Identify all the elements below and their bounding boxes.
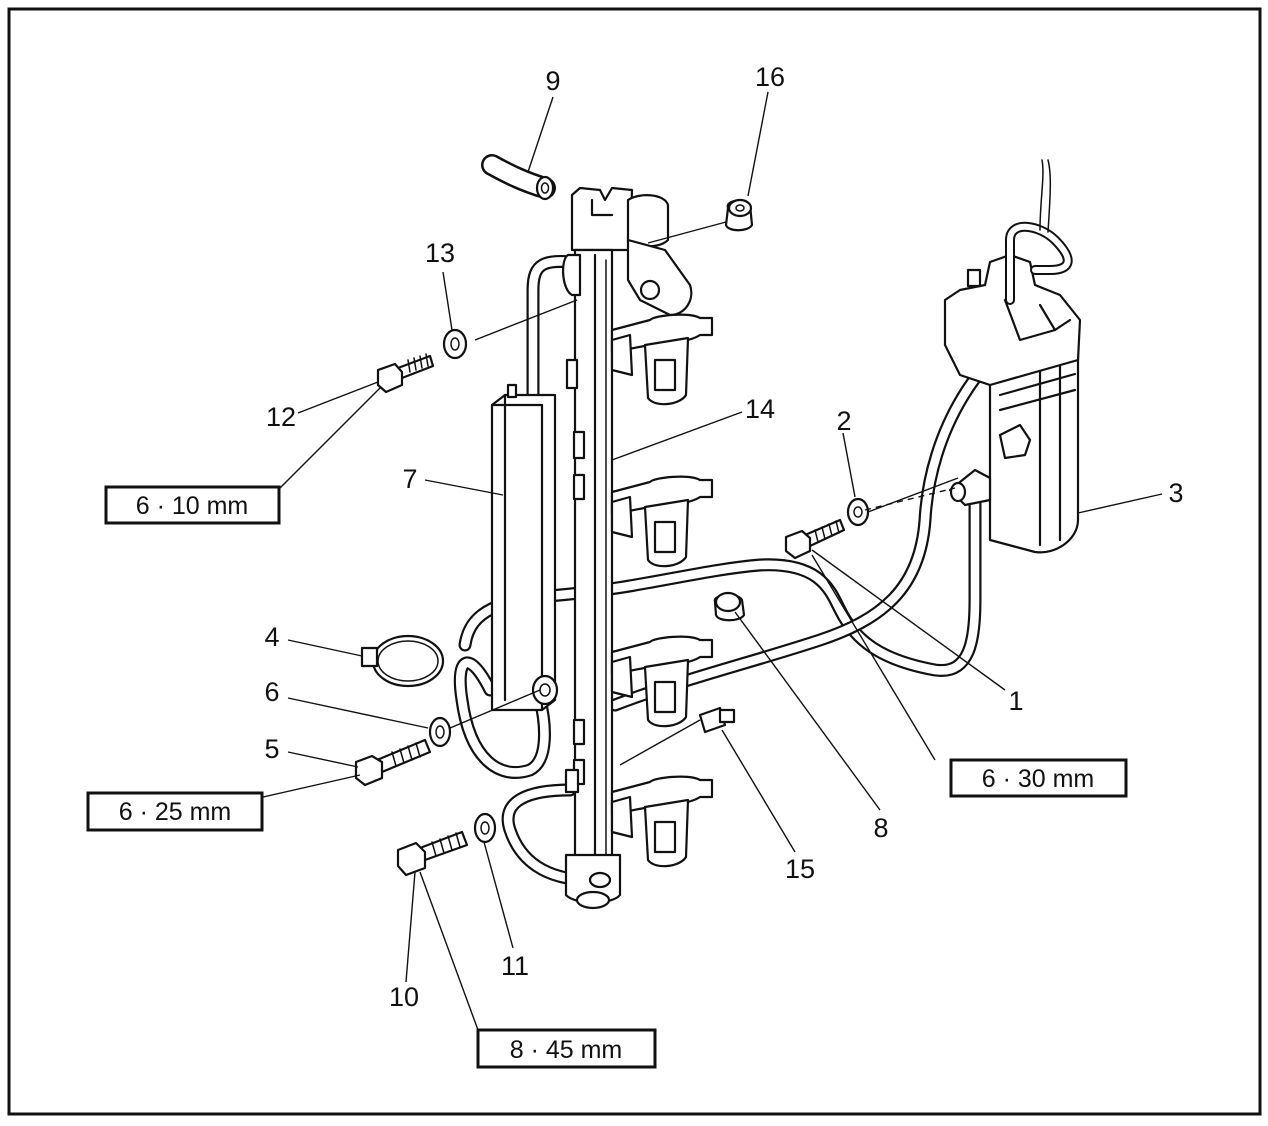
callout-labels: 9 16 13 12 14 2 7 3 4 6 1 5 8 15 11 10 <box>264 62 1183 1012</box>
washer-13 <box>442 328 468 360</box>
callout-8: 8 <box>873 813 888 843</box>
callout-7: 7 <box>402 464 417 494</box>
fuel-hose-lower <box>608 311 1052 712</box>
callout-14: 14 <box>745 394 775 424</box>
callout-13: 13 <box>425 238 455 268</box>
washer-2 <box>846 497 870 527</box>
lower-hose <box>501 783 597 887</box>
cap-15 <box>698 706 736 734</box>
torque-label-1: 6 · 30 mm <box>982 765 1095 793</box>
callout-11: 11 <box>501 951 529 981</box>
filter-inlet-hose <box>1005 159 1073 305</box>
callout-16: 16 <box>755 62 785 92</box>
callout-5: 5 <box>264 734 279 764</box>
fuel-rail <box>562 186 693 910</box>
fuel-injector-1 <box>610 313 714 406</box>
hose-clamp-4 <box>360 634 445 688</box>
callout-9: 9 <box>545 66 560 96</box>
callout-6: 6 <box>264 677 279 707</box>
torque-label-12: 6 · 10 mm <box>136 492 249 520</box>
callout-4: 4 <box>264 622 279 652</box>
inlet-hose <box>481 154 556 201</box>
bolt-10 <box>396 830 469 877</box>
callout-15: 15 <box>785 854 815 884</box>
fuel-injector-2 <box>610 475 714 568</box>
pulsation-damper <box>490 383 559 712</box>
callout-3: 3 <box>1168 478 1183 508</box>
leader-lines <box>249 91 1163 1031</box>
bolt-1 <box>784 518 846 560</box>
fuel-filter <box>943 253 1082 554</box>
callout-10: 10 <box>389 982 419 1012</box>
fuel-injector-4 <box>610 775 714 868</box>
return-hose-loop <box>453 656 551 779</box>
torque-box-10: 8 · 45 mm <box>476 1028 657 1069</box>
cap-16 <box>724 198 754 232</box>
torque-box-12: 6 · 10 mm <box>104 485 281 525</box>
callout-1: 1 <box>1008 686 1023 716</box>
washer-6 <box>428 716 452 748</box>
cap-8 <box>713 591 746 622</box>
callout-12: 12 <box>266 402 296 432</box>
alignment-line-2 <box>864 487 956 511</box>
bolt-5 <box>354 738 432 787</box>
torque-box-1: 6 · 30 mm <box>949 758 1128 798</box>
torque-label-5: 6 · 25 mm <box>119 798 232 826</box>
torque-box-5: 6 · 25 mm <box>86 791 264 832</box>
callout-2: 2 <box>836 406 851 436</box>
fuel-injector-3 <box>610 635 714 728</box>
washer-11 <box>473 812 497 844</box>
diagram-frame <box>7 7 1262 1116</box>
bolt-12 <box>376 353 435 394</box>
torque-label-10: 8 · 45 mm <box>510 1036 623 1064</box>
